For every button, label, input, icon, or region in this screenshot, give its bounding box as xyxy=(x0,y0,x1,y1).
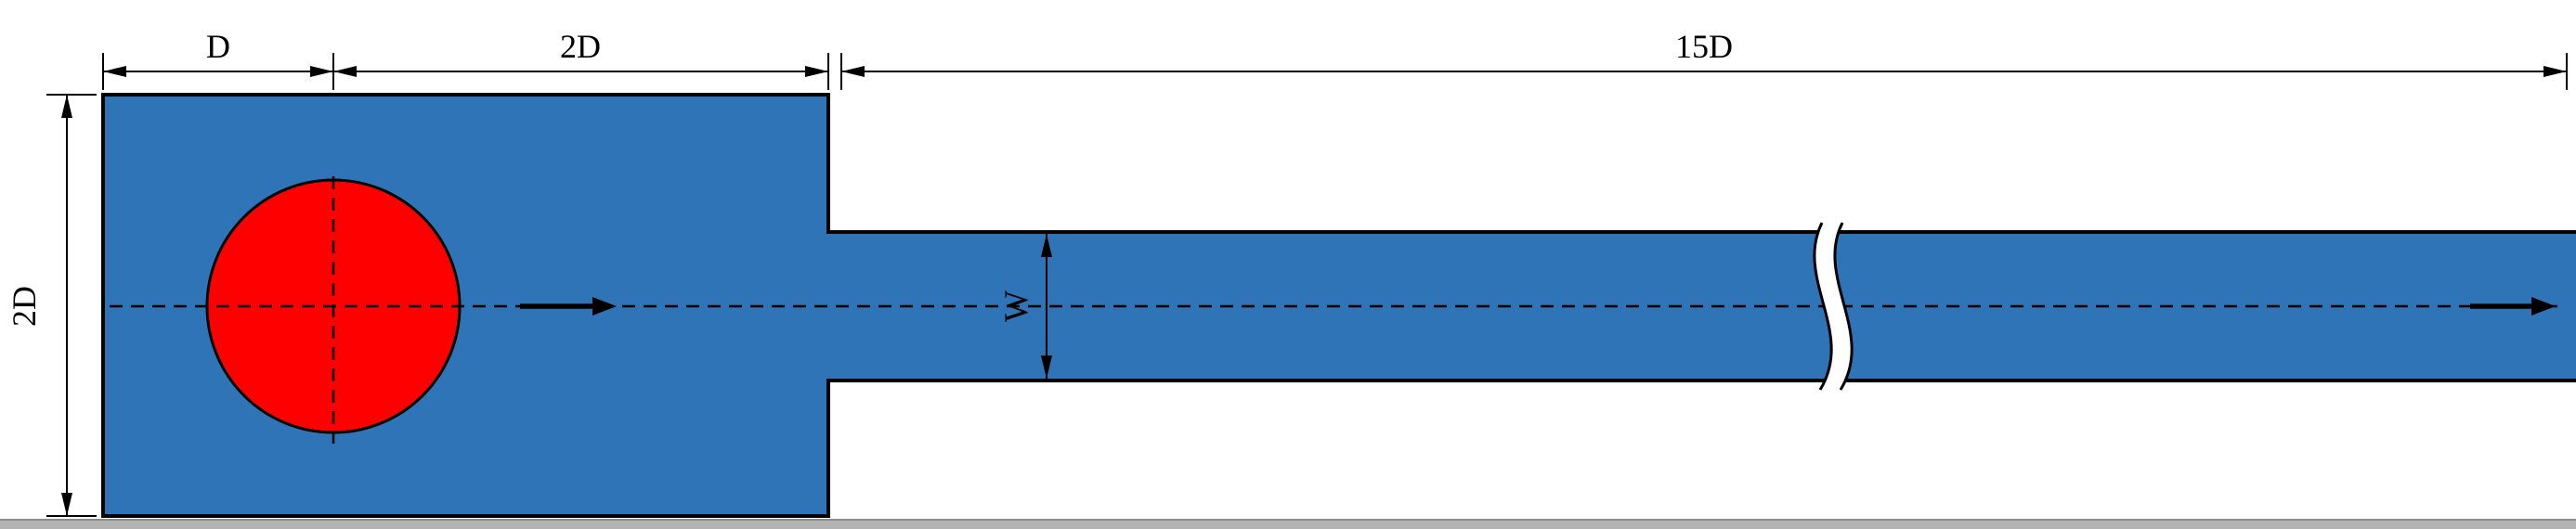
dimension-label: 2D xyxy=(560,28,601,65)
dimension-label: 15D xyxy=(1675,28,1733,65)
flow-direction-arrow-outlet xyxy=(2470,297,2556,316)
break-curve-left xyxy=(1813,222,1833,391)
break-gap xyxy=(1814,223,1853,390)
dimension-label: W xyxy=(997,290,1034,322)
break-symbol xyxy=(1813,222,1854,391)
flow-direction-arrow-upstream xyxy=(520,297,617,316)
dimension-channel-width: W xyxy=(997,234,1052,379)
taskbar-strip-fill xyxy=(0,519,2576,529)
flow-arrow-head-icon xyxy=(592,297,617,316)
dimension-cylinder-to-step: 2D xyxy=(333,28,829,90)
flow-arrow-head-icon xyxy=(2531,297,2556,316)
break-curve-right xyxy=(1833,222,1854,391)
dimension-label: D xyxy=(206,28,230,65)
dimension-channel-length: 15D xyxy=(840,28,2568,90)
taskbar-strip xyxy=(0,519,2576,529)
dimension-label: 2D xyxy=(6,286,43,327)
dimension-inlet-to-cylinder: D xyxy=(102,28,334,90)
dimension-inlet-height: 2D xyxy=(6,94,97,517)
